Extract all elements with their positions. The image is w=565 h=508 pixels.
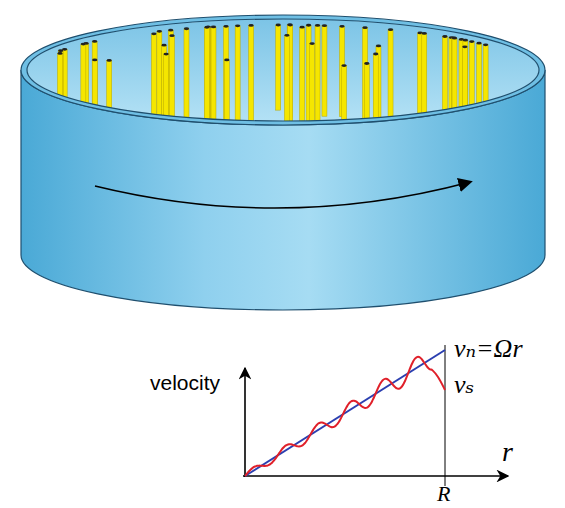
axis-label: r <box>502 438 513 466</box>
rotation-arrow <box>95 182 470 208</box>
superfluid-velocity-curve <box>245 357 445 476</box>
y-axis <box>244 368 246 477</box>
wall-radius-line <box>445 345 446 486</box>
curve-label: vₛ <box>454 372 474 398</box>
vortex-line <box>248 24 253 123</box>
axis-label: velocity <box>150 372 220 393</box>
vortex-line <box>157 30 162 119</box>
normal-velocity-line <box>245 350 445 476</box>
vortex-line <box>322 24 327 116</box>
vortex-line <box>284 34 289 129</box>
x-axis <box>243 475 508 477</box>
vortex-line <box>422 32 427 121</box>
vortex-line <box>235 24 240 120</box>
bucket-rim <box>21 15 545 125</box>
vortex-line <box>276 24 281 111</box>
vortex-line <box>184 27 189 126</box>
tick-label: R <box>437 483 450 505</box>
curve-label: vₙ=Ωr <box>454 336 523 362</box>
